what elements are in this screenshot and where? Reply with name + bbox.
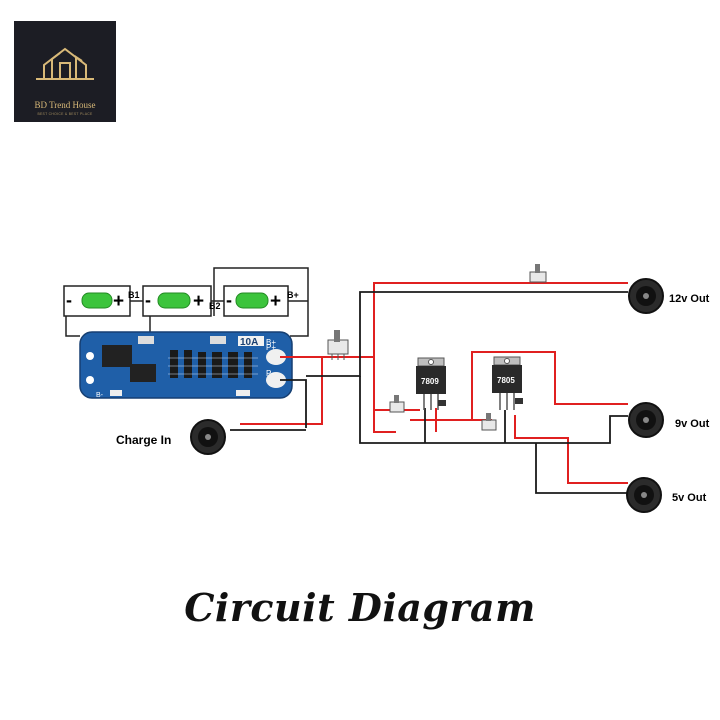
brand-logo: BD Trend House BEST CHOICE & BEST PLACE bbox=[14, 21, 116, 122]
dc-jack-9v[interactable] bbox=[628, 402, 664, 438]
negative-wires bbox=[230, 291, 628, 494]
mosfet-1 bbox=[102, 345, 132, 367]
pad-b1 bbox=[138, 336, 154, 344]
house-icon bbox=[36, 47, 94, 80]
positive-wires bbox=[240, 282, 628, 484]
regulator-7805-label: 7805 bbox=[497, 376, 515, 385]
bms-board: 10A B+ B- P+ P- bbox=[79, 331, 293, 399]
regulator-7809: 7809 bbox=[416, 357, 446, 410]
charge-in-label: Charge In bbox=[116, 433, 171, 447]
p-plus-pad bbox=[266, 349, 286, 365]
out-9v-label: 9v Out bbox=[675, 418, 710, 430]
cell-1-neg: - bbox=[66, 290, 72, 310]
regulator-7809-label: 7809 bbox=[421, 377, 439, 386]
mount-hole-2 bbox=[86, 376, 94, 384]
cell-1 bbox=[81, 292, 113, 309]
bms-bminus: B- bbox=[96, 392, 104, 399]
dc-jack-charge-in[interactable] bbox=[190, 419, 226, 455]
cell-2 bbox=[157, 292, 191, 309]
out-12v-label: 12v Out bbox=[669, 293, 710, 305]
bms-pminus: P- bbox=[266, 369, 274, 378]
mount-hole-1 bbox=[86, 352, 94, 360]
regulator-7805: 7805 bbox=[492, 356, 523, 410]
battery-pack: - + - + - + B1 B2 B+ bbox=[63, 285, 299, 317]
cell-3-pos: + bbox=[270, 291, 281, 312]
cell-3 bbox=[235, 292, 269, 309]
cell-3-neg: - bbox=[226, 290, 232, 310]
bms-rating: 10A bbox=[240, 337, 258, 348]
tap-b1-label: B1 bbox=[128, 290, 140, 300]
tap-bplus-label: B+ bbox=[287, 290, 299, 300]
brand-name: BD Trend House bbox=[34, 100, 96, 110]
page-title: Circuit Diagram bbox=[184, 585, 536, 630]
switch-9v[interactable] bbox=[389, 395, 405, 413]
cell-2-pos: + bbox=[193, 291, 204, 312]
mosfet-2 bbox=[130, 364, 156, 382]
rating-badge bbox=[238, 336, 264, 346]
bms-pplus: P+ bbox=[266, 343, 276, 352]
cell-2-neg: - bbox=[145, 290, 151, 310]
switch-12v[interactable] bbox=[529, 264, 547, 283]
main-switch[interactable] bbox=[327, 330, 349, 360]
switch-5v[interactable] bbox=[481, 413, 497, 431]
cell-1-pos: + bbox=[113, 291, 124, 312]
bms-bplus: B+ bbox=[266, 338, 276, 347]
pad-b2 bbox=[210, 336, 226, 344]
out-5v-label: 5v Out bbox=[672, 492, 707, 504]
dc-jack-12v[interactable] bbox=[628, 278, 664, 314]
p-minus-pad bbox=[266, 372, 286, 388]
dc-jack-5v[interactable] bbox=[626, 477, 662, 513]
brand-tagline: BEST CHOICE & BEST PLACE bbox=[37, 112, 93, 116]
tap-b2-label: B2 bbox=[209, 301, 221, 311]
